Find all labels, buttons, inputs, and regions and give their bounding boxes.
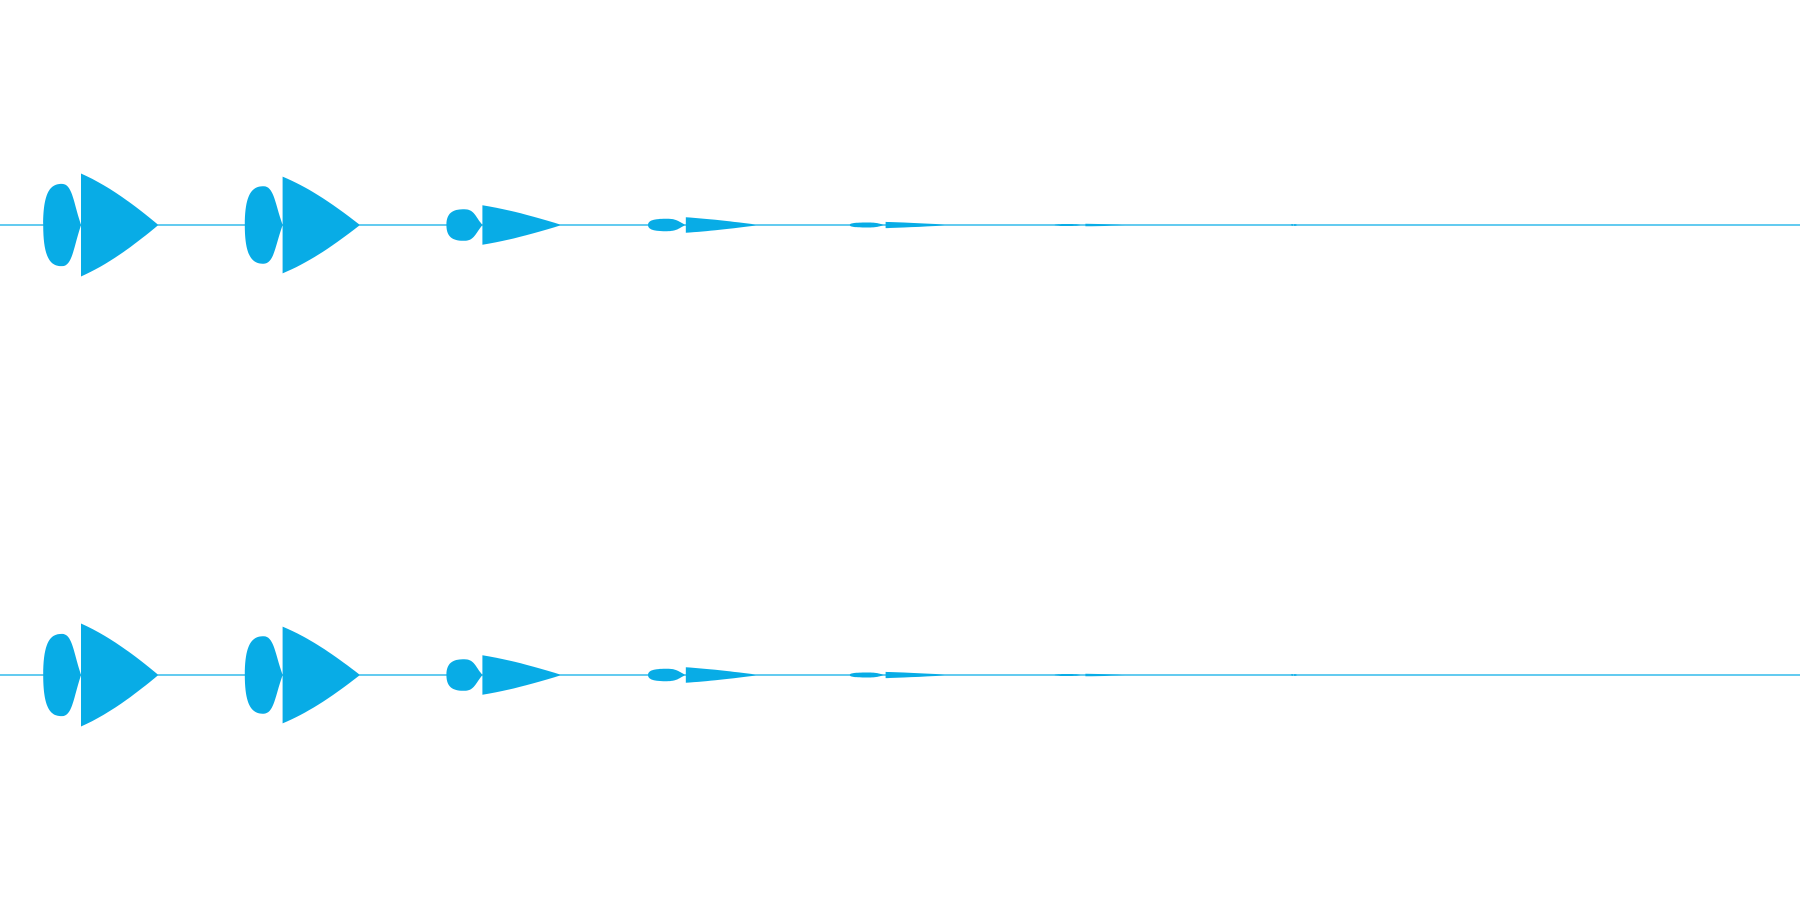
waveform-burst-decay bbox=[482, 655, 562, 695]
waveform-burst-decay bbox=[482, 205, 562, 245]
channel-1-track bbox=[0, 173, 1800, 277]
waveform-burst-attack bbox=[244, 186, 283, 264]
waveform-burst-decay bbox=[1085, 223, 1142, 227]
waveform-burst-decay bbox=[885, 671, 954, 679]
waveform-burst-attack bbox=[43, 183, 81, 267]
waveform-burst-decay bbox=[81, 173, 159, 277]
waveform-burst-attack bbox=[849, 672, 886, 678]
channel-2-track bbox=[0, 623, 1800, 727]
waveform-burst-decay bbox=[685, 217, 760, 233]
waveform-burst-attack bbox=[648, 218, 686, 232]
waveform-burst-attack bbox=[446, 209, 483, 241]
waveform-burst-attack bbox=[1290, 224, 1295, 226]
waveform-burst-attack bbox=[244, 636, 283, 714]
waveform-burst-attack bbox=[1053, 673, 1086, 677]
waveform-burst-attack bbox=[446, 659, 483, 691]
waveform-burst-attack bbox=[1290, 674, 1295, 676]
waveform-burst-decay bbox=[685, 667, 760, 683]
waveform-burst-decay bbox=[1085, 673, 1142, 677]
waveform-burst-decay bbox=[282, 626, 360, 724]
waveform-burst-attack bbox=[648, 668, 686, 682]
waveform-burst-attack bbox=[1053, 223, 1086, 227]
waveform-burst-attack bbox=[43, 633, 81, 717]
waveform-burst-decay bbox=[1294, 673, 1300, 677]
waveform-burst-decay bbox=[81, 623, 159, 727]
waveform-burst-decay bbox=[1294, 223, 1300, 227]
waveform-burst-attack bbox=[849, 222, 886, 228]
waveform-burst-decay bbox=[885, 221, 954, 229]
waveform-burst-decay bbox=[282, 176, 360, 274]
